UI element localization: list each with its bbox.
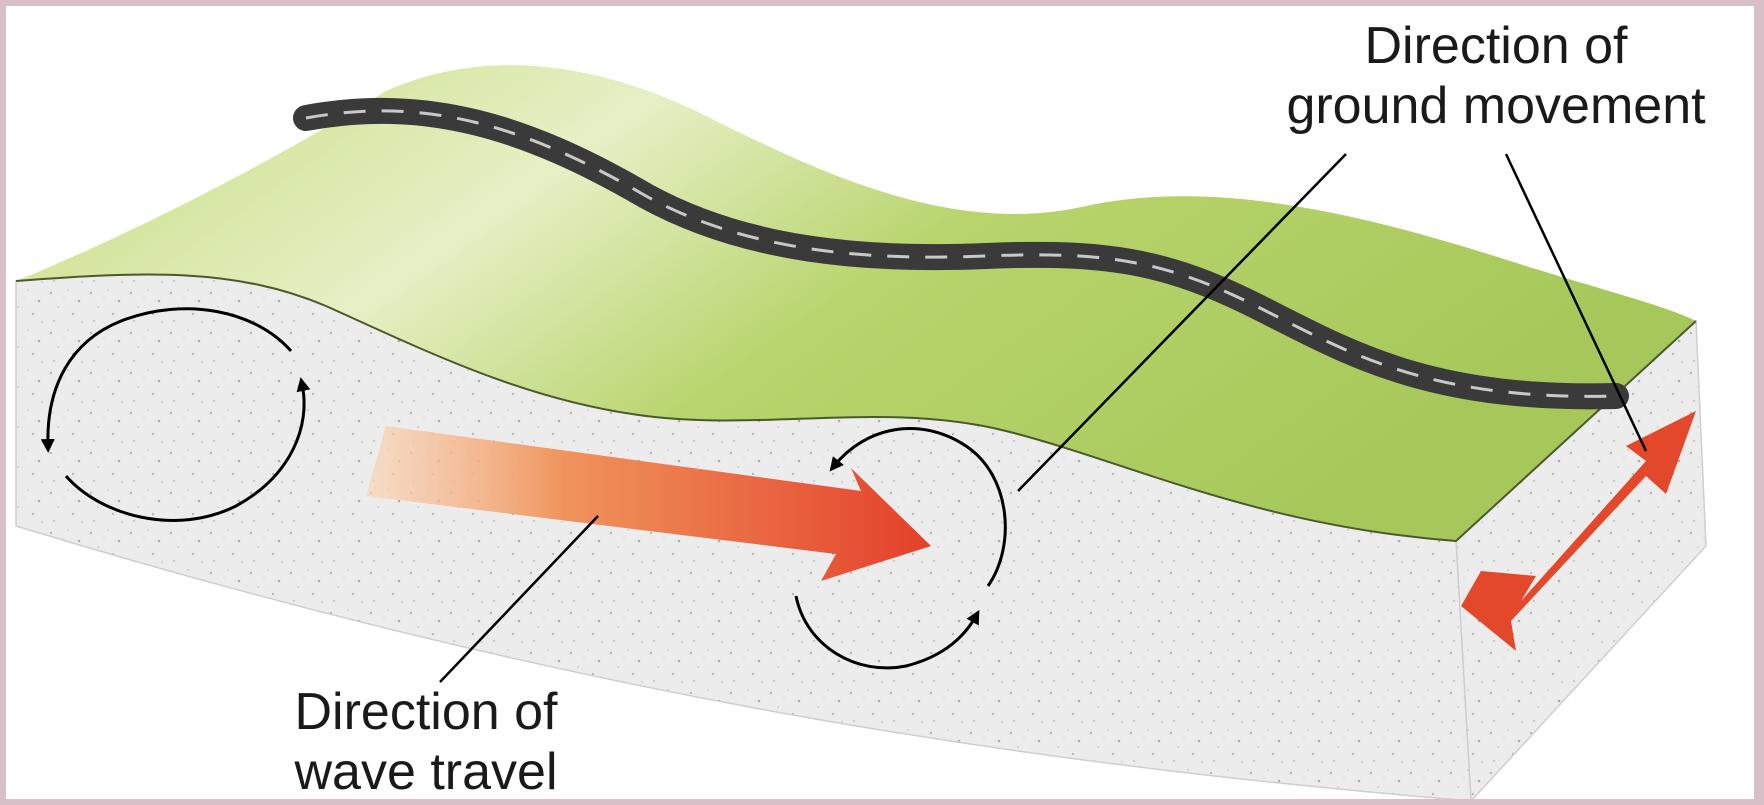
- label-line: ground movement: [1236, 76, 1754, 136]
- label-direction-of-ground-movement: Direction of ground movement: [1236, 16, 1754, 136]
- label-line: wave travel: [256, 742, 596, 799]
- label-line: Direction of: [256, 682, 596, 742]
- label-direction-of-wave-travel: Direction of wave travel: [256, 682, 596, 799]
- diagram-frame: Direction of ground movement Direction o…: [6, 6, 1754, 799]
- label-line: Direction of: [1236, 16, 1754, 76]
